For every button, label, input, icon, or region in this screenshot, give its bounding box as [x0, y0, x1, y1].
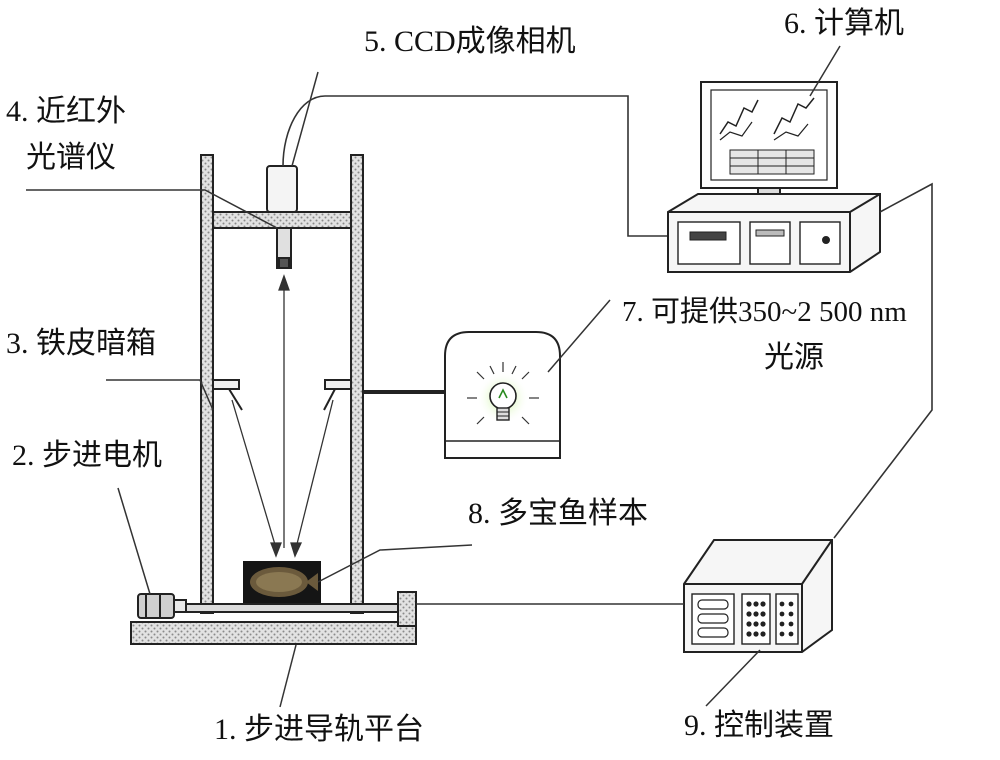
leader-lines — [26, 45, 841, 708]
label-rail-platform: 1. 步进导轨平台 — [214, 713, 424, 746]
label-light-source-line2: 光源 — [764, 341, 824, 374]
rail-platform — [130, 591, 417, 645]
label-fish-sample: 8. 多宝鱼样本 — [468, 497, 648, 530]
label-ccd-camera: 5. CCD成像相机 — [364, 25, 576, 58]
leader-nir-spectrometer — [26, 189, 278, 229]
label-nir-spectrometer-line1: 4. 近红外 — [6, 95, 126, 128]
leader-computer — [809, 45, 841, 97]
label-light-source-line1: 7. 可提供350~2 500 nm — [622, 296, 907, 328]
fish-sample-icon — [243, 561, 321, 603]
right-lamp-fixture — [323, 379, 352, 411]
leader-ccd-camera — [291, 71, 319, 167]
dark-box-left-wall — [200, 154, 214, 614]
computer-icon — [667, 81, 881, 273]
dark-box — [200, 154, 364, 614]
dark-box-right-wall — [350, 154, 364, 614]
leader-rail-platform — [279, 644, 297, 708]
leader-fish-sample — [317, 544, 473, 583]
camera-cable — [282, 95, 668, 237]
leader-light-source — [547, 299, 611, 373]
controller-icon — [683, 539, 833, 653]
light-rays — [231, 274, 334, 558]
light-source-icon — [444, 331, 561, 459]
computer-controller-cable — [833, 182, 933, 539]
leader-dark-box — [106, 379, 214, 411]
rail-end-stop — [397, 591, 417, 627]
leader-stepper-motor — [117, 487, 151, 595]
stepper-motor-icon — [137, 593, 187, 619]
leader-controller — [705, 649, 761, 707]
label-stepper-motor: 2. 步进电机 — [12, 439, 162, 472]
rail-track — [185, 603, 399, 613]
label-controller: 9. 控制装置 — [684, 709, 834, 742]
label-nir-spectrometer-line2: 光谱仪 — [26, 141, 116, 174]
dark-box-top-shelf — [212, 211, 352, 229]
label-dark-box: 3. 铁皮暗箱 — [6, 327, 156, 360]
left-lamp-fixture — [212, 379, 243, 411]
ccd-camera-icon — [266, 165, 298, 269]
label-computer: 6. 计算机 — [784, 7, 904, 40]
rail-base — [130, 621, 417, 645]
